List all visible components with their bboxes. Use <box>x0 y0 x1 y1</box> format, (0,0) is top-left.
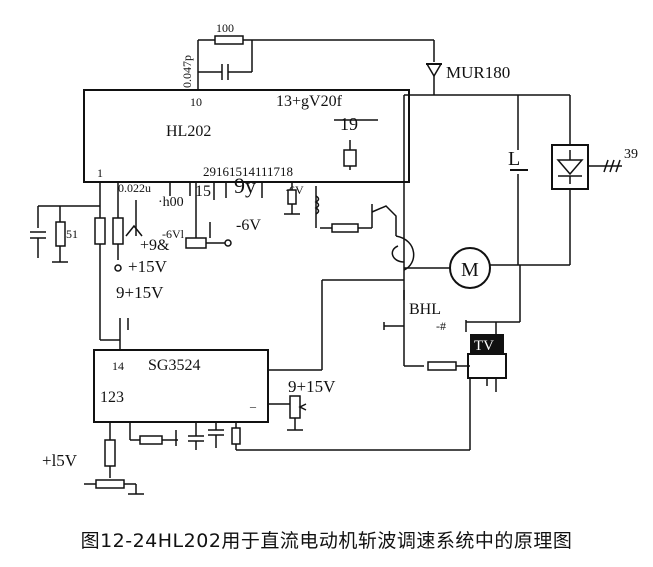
tv-transformer <box>467 353 507 379</box>
hl202-label: HL202 <box>166 123 211 140</box>
label-15: 15 <box>195 183 211 200</box>
label-h100: ·h00 <box>158 195 184 210</box>
label-51: 51 <box>66 227 78 241</box>
diode-mur180-label: MUR180 <box>446 63 510 82</box>
bhl-hash: -# <box>436 319 446 333</box>
label-6vi: -6Vl <box>162 227 185 241</box>
pot-bottom <box>95 479 125 489</box>
sg3524-pin-right: _ <box>249 395 257 409</box>
resistor-51 <box>55 221 66 247</box>
label-9plus8: +9& <box>140 237 170 254</box>
label-plus15v-a: +15V <box>128 257 168 276</box>
tv-label: TV <box>474 338 494 354</box>
sg3524-pin-123: 123 <box>100 389 124 406</box>
sg3524-pin-14: 14 <box>112 359 124 373</box>
sg3524-chip <box>93 349 269 423</box>
sg3524-label: SG3524 <box>148 357 200 374</box>
label-9plus15v-b: 9+15V <box>288 377 336 396</box>
hl202-pin-13: 13+gV20f <box>276 93 343 110</box>
label-plus15v-b: +l5V <box>42 451 78 470</box>
motor-label: M <box>461 259 479 281</box>
resistor-100-label: 100 <box>216 21 234 35</box>
label-39: 39 <box>624 147 638 162</box>
label-0022u: 0.022u <box>118 181 151 195</box>
label-neg6v: -6V <box>236 217 261 234</box>
resistor-100 <box>214 35 244 45</box>
hl202-pins-bottom: 29161514111718 <box>203 164 293 179</box>
inductor-label: L <box>508 148 520 170</box>
hl202-chip <box>83 89 410 183</box>
tv-box <box>470 334 504 354</box>
capacitor-0047-label: 0.047p <box>180 55 194 88</box>
hl202-pin-1: 1 <box>97 166 103 180</box>
label-9plus15v-a: 9+15V <box>116 283 164 302</box>
component-19 <box>343 149 357 167</box>
hl202-pin-10: 10 <box>190 95 202 109</box>
bhl-label: BHL <box>409 301 441 318</box>
label-9v: 9y <box>234 173 256 198</box>
figure-caption: 图12-24HL202用于直流电动机斩波调速系统中的原理图 <box>80 530 573 552</box>
label-19: 19 <box>340 114 358 134</box>
